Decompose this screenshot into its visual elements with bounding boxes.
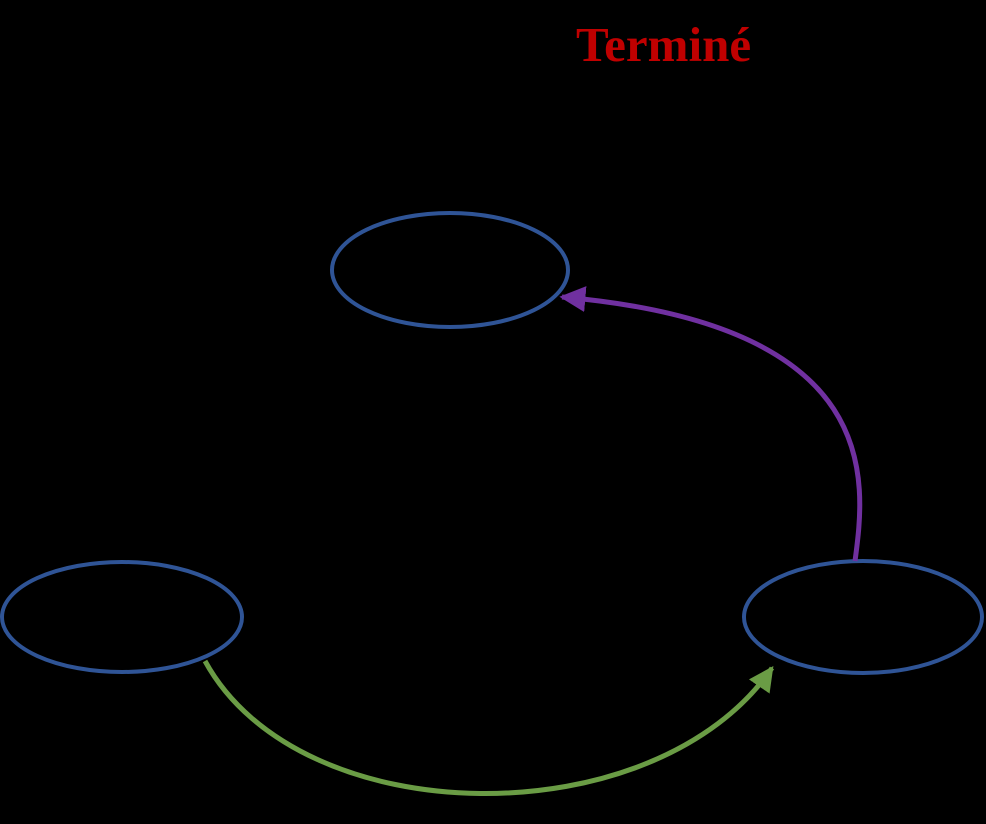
diagram-title: Terminé bbox=[576, 17, 752, 72]
node-ellipse-top bbox=[330, 211, 570, 329]
transition-arrow-purple bbox=[559, 286, 863, 562]
node-ellipse-bottom-right bbox=[742, 559, 984, 675]
node-ellipse-bottom-left bbox=[0, 560, 244, 674]
transition-arrow-green bbox=[202, 659, 775, 796]
